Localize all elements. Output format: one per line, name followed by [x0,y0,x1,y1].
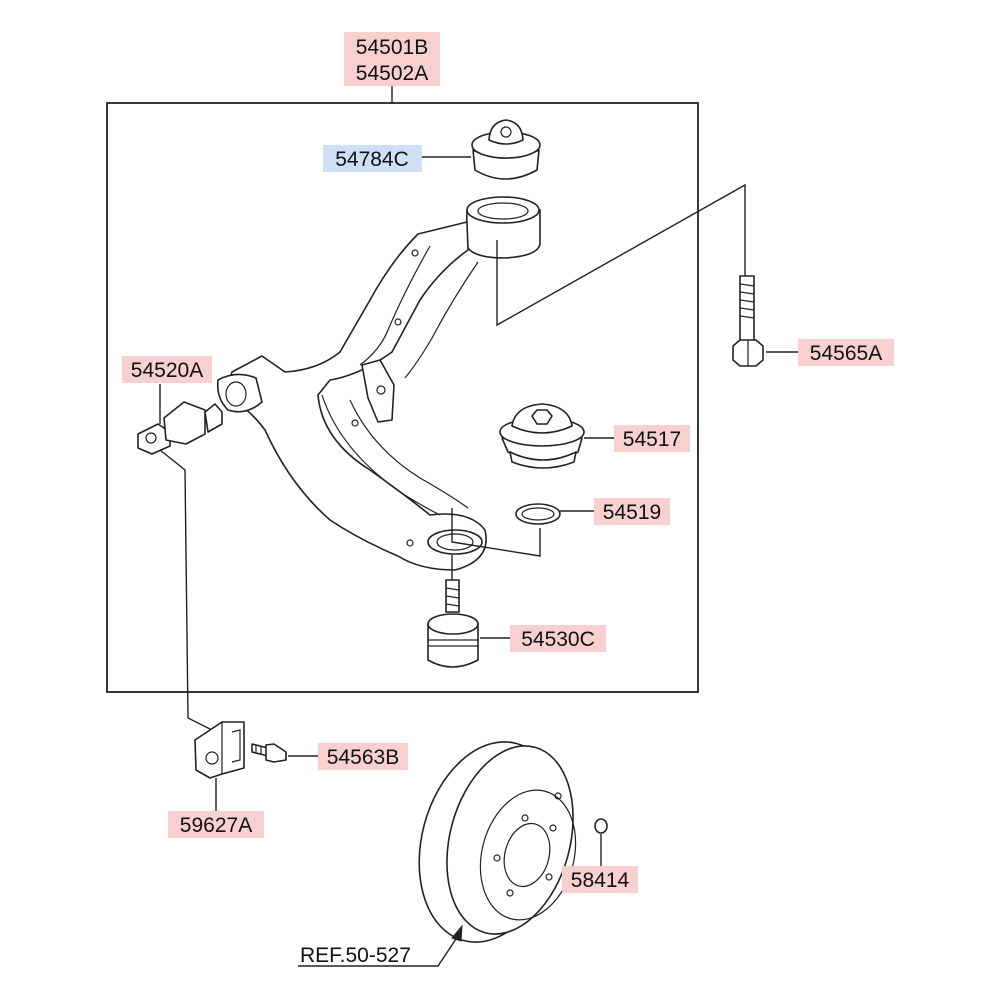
reference-arrow-icon [451,924,463,942]
reference-leader [298,935,459,967]
ring-54519 [515,503,561,525]
ball-joint-54530c [427,579,479,668]
label-59627a-text: 59627A [180,814,252,837]
bolt-alignment-line [496,183,746,327]
label-54530c[interactable]: 54530C [510,625,606,652]
balljoint-alignment-line [451,508,541,557]
label-58414[interactable]: 58414 [562,866,638,893]
label-58414-text: 58414 [571,869,630,892]
label-54565a[interactable]: 54565A [798,339,894,366]
label-54530c-text: 54530C [521,628,595,651]
label-59627a[interactable]: 59627A [168,811,264,838]
label-54520a[interactable]: 54520A [122,356,212,383]
bushing-54520a [137,373,263,455]
reference-text[interactable]: REF.50-527 [300,944,411,967]
label-54563b-text: 54563B [327,746,399,769]
label-54517-text: 54517 [623,428,681,451]
brake-disc [418,741,577,943]
label-54502a[interactable]: 54502A [344,59,440,86]
label-54565a-text: 54565A [810,342,882,365]
lower-control-arm [224,196,541,571]
label-54520a-text: 54520A [131,359,203,382]
label-54519-text: 54519 [603,501,661,524]
label-54519[interactable]: 54519 [594,498,670,525]
label-54501b[interactable]: 54501B [344,32,440,59]
label-54563b[interactable]: 54563B [318,743,408,770]
bushing-54784c [471,119,541,180]
bolt-54565a [732,275,764,367]
screw-58414 [594,818,608,834]
label-54517[interactable]: 54517 [614,425,690,452]
dust-cover-54517 [499,403,585,469]
label-54784c[interactable]: 54784C [323,145,422,172]
label-54784c-text: 54784C [335,148,409,171]
bolt-54563b [251,743,287,763]
assembly-frame [106,102,699,693]
label-54501b-text: 54501B [356,36,428,59]
bracket-alignment-line [159,449,229,739]
label-54502a-text: 54502A [356,62,428,85]
bracket-59627a [194,721,245,779]
